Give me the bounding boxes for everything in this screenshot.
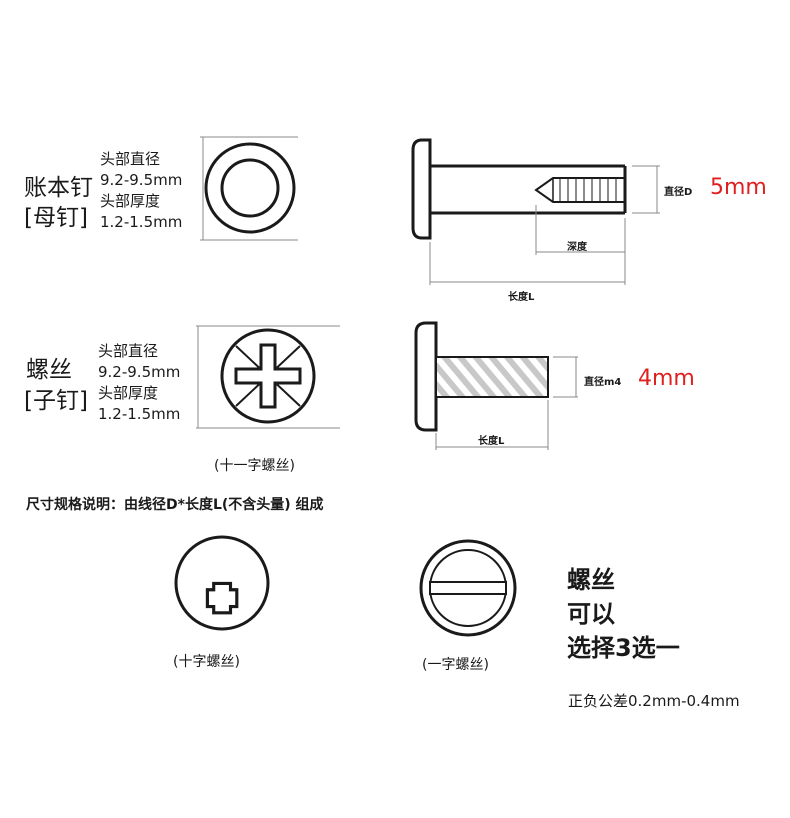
choose-line-1: 螺丝 [567, 566, 615, 594]
screw-head-diameter-label: 头部直径 [98, 342, 159, 360]
cross-screw-caption: (十字螺丝) [173, 654, 240, 670]
combo-screw-caption: (十一字螺丝) [214, 458, 295, 474]
rivet-head-thickness-label: 头部厚度 [100, 192, 161, 210]
rivet-head-diameter-value: 9.2-9.5mm [100, 171, 183, 189]
screw-head-thickness-label: 头部厚度 [98, 384, 159, 402]
slotted-screw-head [419, 539, 517, 637]
screw-head-diameter-value: 9.2-9.5mm [98, 363, 181, 381]
screw-name: 螺丝 [26, 357, 72, 383]
cross-screw-head [174, 535, 270, 631]
slot-screw-caption: (一字螺丝) [422, 657, 489, 673]
spec-note: 尺寸规格说明：由线径D*长度L(不含头量) 组成 [26, 497, 324, 513]
tolerance-note: 正负公差0.2mm-0.4mm [568, 692, 740, 710]
screw-subname: [子钉] [24, 388, 88, 414]
rivet-head-diameter-label: 头部直径 [100, 150, 161, 168]
rivet-head-front-view [200, 136, 298, 241]
rivet-depth-label: 深度 [567, 242, 587, 253]
rivet-side-view [411, 138, 660, 285]
screw-length-label: 长度L [478, 436, 505, 447]
rivet-diameter-label: 直径D [664, 187, 693, 198]
screw-diameter-label: 直径m4 [584, 377, 622, 388]
screw-side-view [414, 321, 578, 450]
rivet-diameter-value: 5mm [710, 175, 767, 200]
rivet-length-label: 长度L [508, 292, 535, 303]
rivet-head-thickness-value: 1.2-1.5mm [100, 213, 183, 231]
screw-head-front-view [196, 325, 340, 429]
choose-line-2: 可以 [567, 600, 615, 628]
choose-line-3: 选择3选一 [567, 634, 680, 662]
screw-diameter-value: 4mm [638, 366, 695, 391]
rivet-subname: [母钉] [24, 205, 88, 231]
rivet-name: 账本钉 [24, 175, 93, 201]
screw-head-thickness-value: 1.2-1.5mm [98, 405, 181, 423]
